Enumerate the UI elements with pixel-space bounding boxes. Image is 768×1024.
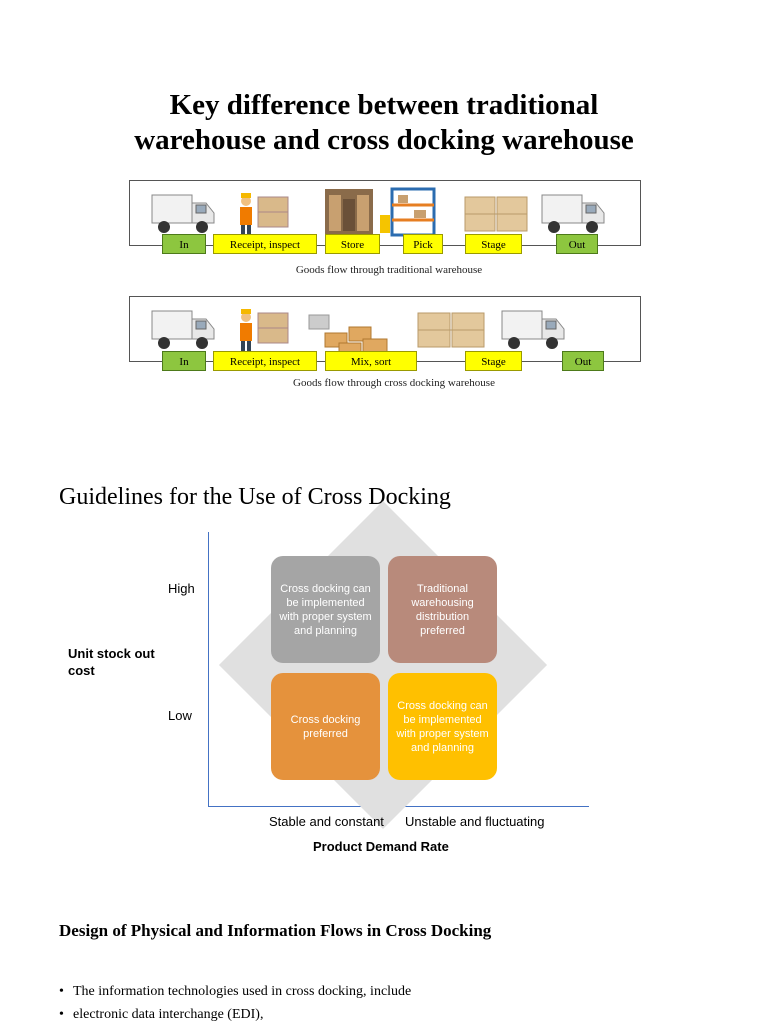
cd-caption: Goods flow through cross docking warehou… (293, 377, 495, 389)
title-line-1: Key difference between traditional (169, 89, 599, 121)
cd-step-receipt: Receipt, inspect (213, 351, 317, 371)
quadrant-top-left: Cross docking can be implemented with pr… (271, 556, 380, 663)
cd-step-mix-sort: Mix, sort (325, 351, 417, 371)
trad-caption: Goods flow through traditional warehouse (295, 264, 483, 276)
store-shelves-icon (325, 189, 373, 237)
x-stable-label: Stable and constant (269, 814, 384, 829)
bullet-text: The information technologies used in cro… (73, 984, 412, 999)
truck-out-icon (541, 194, 605, 233)
truck-in-icon (151, 194, 215, 233)
y-axis-label: Unit stock out cost (68, 646, 155, 678)
y-axis (208, 532, 209, 807)
matrix-diamond-background (218, 500, 548, 830)
cd-step-stage: Stage (465, 351, 522, 371)
pick-racks-icon (380, 187, 436, 237)
quadrant-top-right: Traditional warehousing distribution pre… (388, 556, 497, 663)
x-unstable-label: Unstable and fluctuating (405, 814, 545, 829)
quadrant-bottom-left: Cross docking preferred (271, 673, 380, 780)
trad-step-receipt: Receipt, inspect (213, 234, 317, 254)
y-high-label: High (168, 581, 195, 596)
stage-pallets-icon (464, 196, 528, 232)
title-line-2: warehouse and cross docking warehouse (134, 124, 634, 156)
worker-inspect-icon (240, 309, 289, 353)
trad-step-stage: Stage (465, 234, 522, 254)
bullet-item: •The information technologies used in cr… (59, 984, 412, 999)
truck-in-icon (151, 310, 215, 349)
worker-inspect-icon (240, 193, 289, 237)
trad-step-in: In (162, 234, 206, 254)
bullet-item: •electronic data interchange (EDI), (59, 1007, 264, 1022)
x-axis-label: Product Demand Rate (313, 839, 449, 854)
cd-step-out: Out (562, 351, 604, 371)
stage-pallets-icon (417, 312, 485, 348)
trad-step-out: Out (556, 234, 598, 254)
mix-sort-boxes-icon (308, 314, 388, 354)
y-low-label: Low (168, 708, 192, 723)
guidelines-title: Guidelines for the Use of Cross Docking (59, 484, 451, 510)
page-title: Key difference between traditional wareh… (0, 88, 768, 158)
design-section-title: Design of Physical and Information Flows… (59, 921, 492, 940)
trad-step-store: Store (325, 234, 380, 254)
cd-step-in: In (162, 351, 206, 371)
quadrant-bottom-right: Cross docking can be implemented with pr… (388, 673, 497, 780)
bullet-text: electronic data interchange (EDI), (73, 1007, 264, 1022)
truck-out-icon (501, 310, 565, 349)
trad-step-pick: Pick (403, 234, 443, 254)
